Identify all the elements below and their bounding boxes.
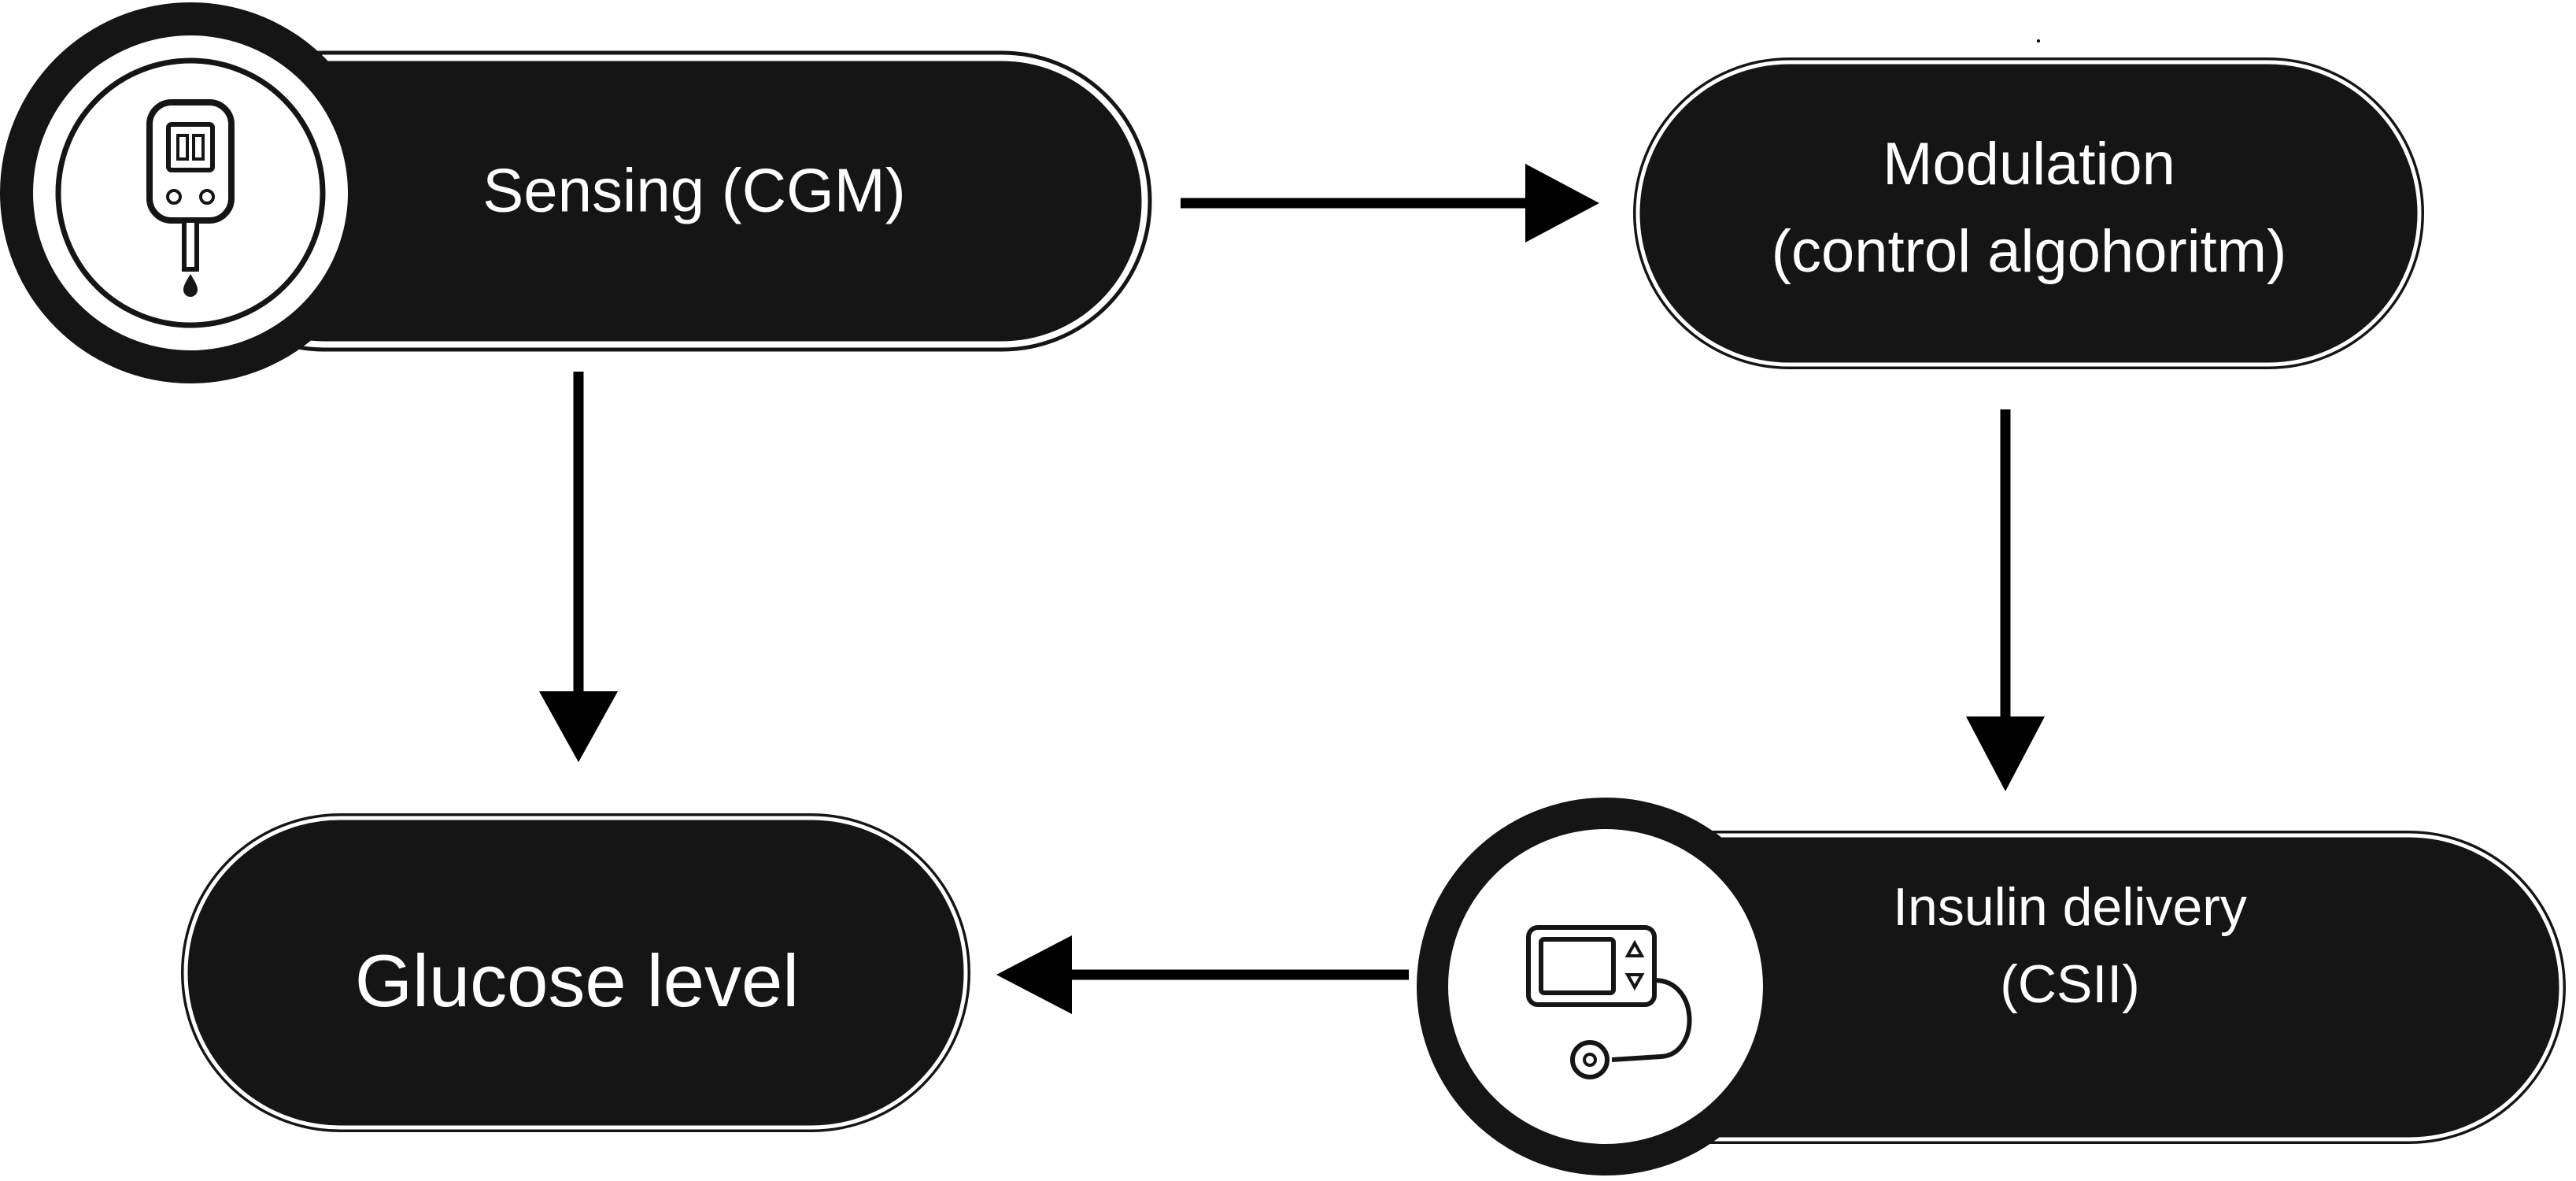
- glucose-label: Glucose level: [355, 939, 799, 1022]
- glucose-meter-icon: [0, 2, 381, 383]
- node-sensing: Sensing (CGM): [174, 50, 1152, 352]
- stray-dot: [2037, 39, 2040, 43]
- node-modulation: Modulation (control algohoritm): [1633, 57, 2424, 369]
- arrow-modulation-to-insulin: [1966, 409, 2045, 791]
- modulation-label-line1: Modulation: [1883, 131, 2175, 198]
- node-insulin-delivery: Insulin delivery (CSII): [1543, 831, 2566, 1144]
- insulin-label-line2: (CSII): [2000, 954, 2140, 1014]
- arrow-sensing-to-modulation: [1181, 164, 1599, 242]
- insulin-pump-icon: [1417, 798, 1794, 1175]
- sensing-label: Sensing (CGM): [482, 156, 905, 225]
- insulin-label-line1: Insulin delivery: [1893, 877, 2247, 937]
- arrow-sensing-to-glucose: [539, 372, 618, 762]
- modulation-label-line2: (control algohoritm): [1772, 218, 2287, 285]
- node-glucose-level: Glucose level: [181, 813, 970, 1132]
- arrow-insulin-to-glucose: [996, 935, 1409, 1014]
